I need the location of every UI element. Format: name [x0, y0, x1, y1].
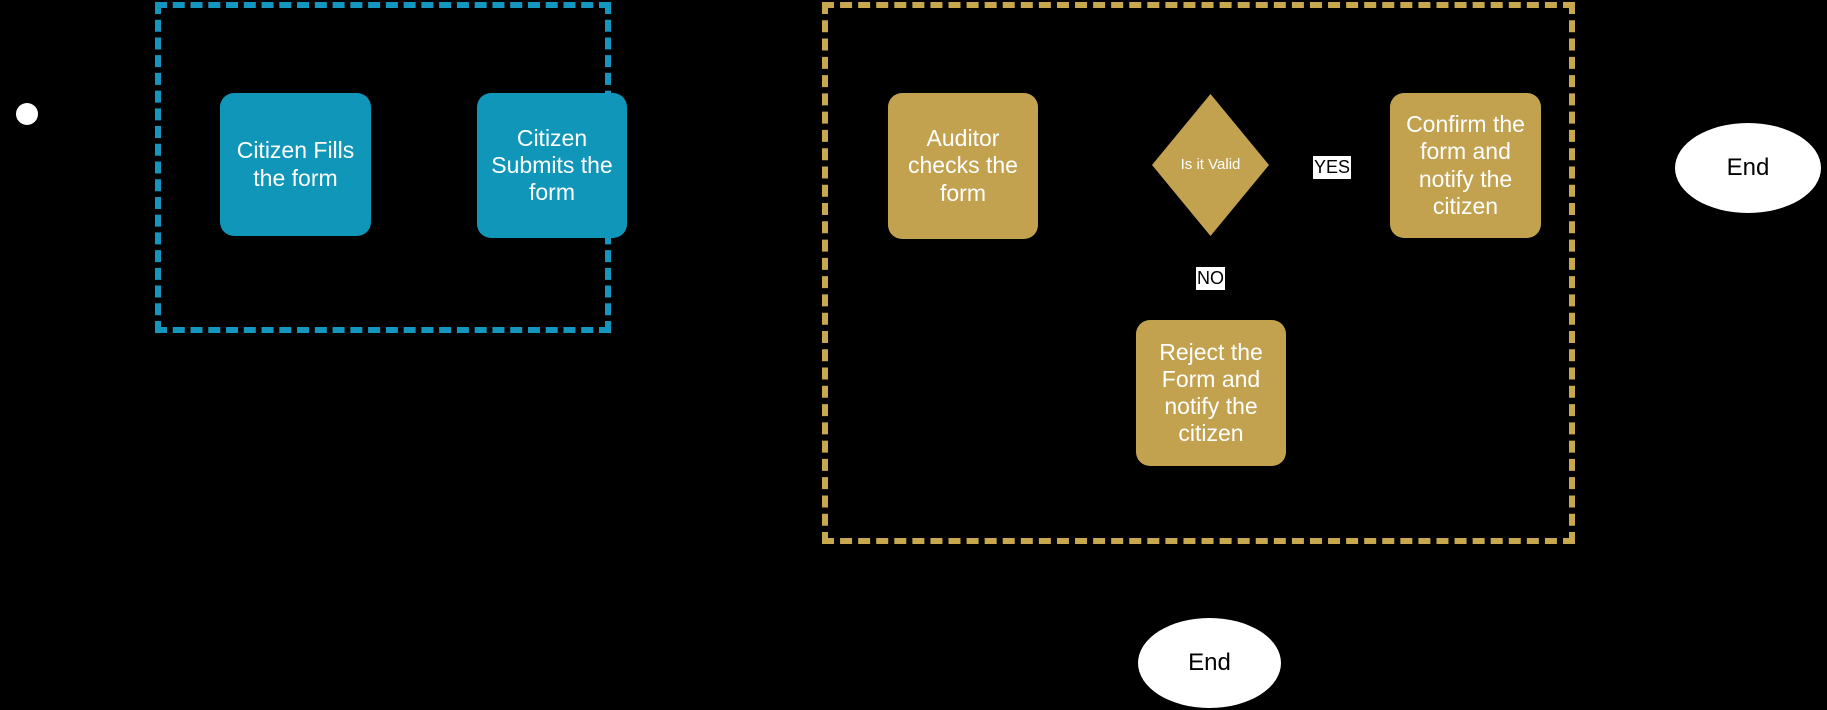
lane-auditor[interactable]	[822, 2, 1575, 544]
start-node[interactable]	[16, 103, 38, 125]
node-auditor-checks-form[interactable]: Auditor checks the form	[888, 93, 1038, 239]
node-reject-form-notify-citizen[interactable]: Reject the Form and notify the citizen	[1136, 320, 1286, 466]
node-citizen-fills-form[interactable]: Citizen Fills the form	[220, 93, 371, 236]
node-end-bottom[interactable]: End	[1138, 618, 1281, 708]
edge-label-yes: YES	[1313, 156, 1352, 179]
node-end-right[interactable]: End	[1675, 123, 1821, 213]
decision-label: Is it Valid	[1180, 156, 1241, 173]
node-confirm-form-notify-citizen[interactable]: Confirm the form and notify the citizen	[1390, 93, 1541, 238]
edge-label-no: NO	[1196, 267, 1225, 290]
node-citizen-submits-form[interactable]: Citizen Submits the form	[477, 93, 627, 238]
node-is-it-valid-decision[interactable]: Is it Valid	[1152, 94, 1269, 236]
